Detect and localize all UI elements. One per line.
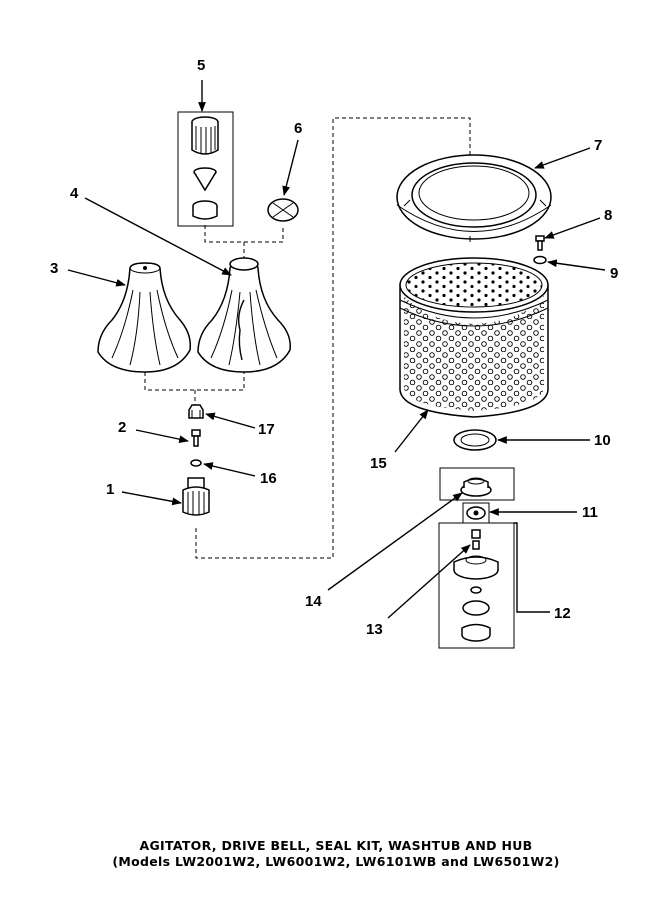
part-4-agitator-drive-bell: [197, 257, 291, 373]
callout-12: 12: [554, 605, 571, 622]
callout-5: 5: [197, 57, 205, 74]
callout-16: 16: [260, 470, 277, 487]
part-17-nut: [188, 404, 204, 419]
part-8-screw: [535, 235, 545, 251]
part-11-bearing: [462, 502, 490, 524]
callout-15: 15: [370, 455, 387, 472]
callout-4: 4: [70, 185, 79, 202]
part-5-agitator-cap-kit: [177, 111, 234, 227]
leader-lines: [67, 80, 606, 619]
callout-11: 11: [582, 504, 598, 521]
callout-14: 14: [305, 593, 322, 610]
part-7-tub-ring: [396, 154, 552, 242]
part-9-washer: [533, 255, 547, 265]
part-1-drive-block: [182, 477, 210, 516]
callout-2: 2: [118, 419, 126, 436]
callout-6: 6: [294, 120, 302, 137]
diagram-caption-title: AGITATOR, DRIVE BELL, SEAL KIT, WASHTUB …: [139, 838, 533, 853]
callout-9: 9: [610, 265, 618, 282]
callout-1: 1: [106, 481, 114, 498]
callout-13: 13: [366, 621, 383, 638]
callout-numbers: 5 6 4 3 7 8 9 17 2 16 1 10 15 11 14 12 1…: [50, 57, 618, 638]
callout-17: 17: [258, 421, 275, 438]
callout-8: 8: [604, 207, 612, 224]
assembly-dashed-lines: [144, 117, 471, 559]
part-12-seal-kit: [438, 522, 515, 649]
part-14-hub-group: [439, 467, 515, 501]
part-13-screw: [472, 540, 480, 550]
part-2-bolt: [191, 429, 201, 447]
callout-10: 10: [594, 432, 611, 449]
part-6-cap: [267, 198, 299, 222]
callout-3: 3: [50, 260, 58, 277]
part-16-washer: [190, 459, 202, 467]
part-10-seal: [453, 429, 497, 451]
part-3-agitator: [97, 262, 192, 373]
part-15-washtub: [399, 257, 549, 418]
callout-7: 7: [594, 137, 602, 154]
diagram-caption-models: (Models LW2001W2, LW6001W2, LW6101WB and…: [112, 854, 560, 869]
